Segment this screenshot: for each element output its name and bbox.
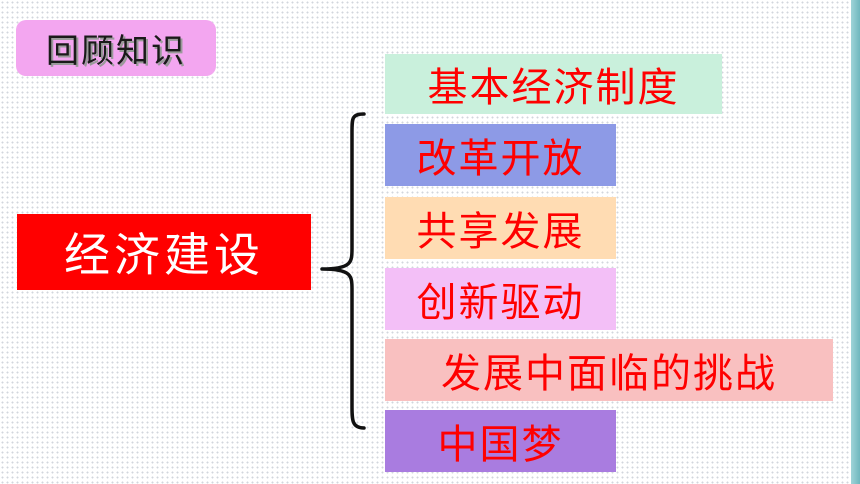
item-chinese-dream: 中国梦 (385, 410, 616, 472)
item-innovation-driven: 创新驱动 (385, 268, 616, 330)
item-shared-development: 共享发展 (385, 197, 616, 259)
main-topic-box: 经济建设 (17, 214, 311, 290)
item-development-challenges: 发展中面临的挑战 (385, 339, 833, 401)
slide-edge-bar (851, 0, 860, 484)
review-tag: 回顾知识 (16, 20, 216, 76)
item-basic-economic-system: 基本经济制度 (385, 54, 722, 114)
curly-brace (320, 112, 366, 430)
item-reform-opening-up: 改革开放 (385, 124, 616, 186)
